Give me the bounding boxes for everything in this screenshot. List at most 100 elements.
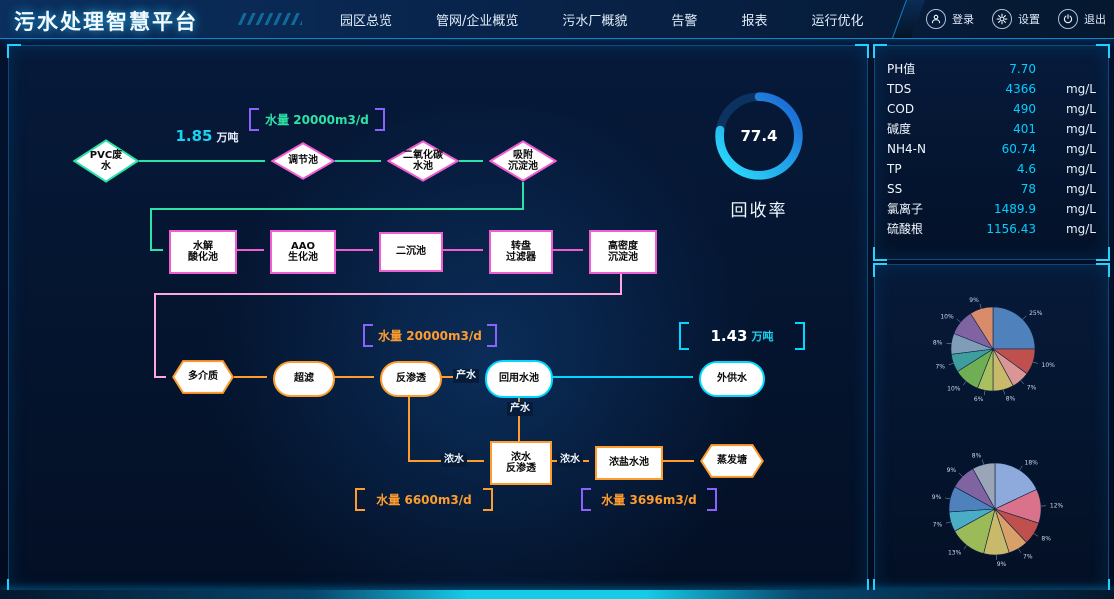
node-label: 蒸发塘 [717, 455, 747, 467]
param-value: 1489.9 [994, 201, 1036, 216]
flow-node-hydrolysis-acidification-tank: 水解 酸化池 [169, 230, 237, 274]
outflow-amount-value: 1.43 [710, 327, 748, 345]
header-bar: 污水处理智慧平台 园区总览 管网/企业概览 污水厂概貌 告警 报表 运行优化 登… [0, 0, 1114, 39]
node-label: 二沉池 [396, 246, 426, 258]
edge-label-product-water-2: 产水 [507, 402, 533, 416]
node-label: AAO 生化池 [288, 240, 318, 264]
flow-node-external-supply: 外供水 [699, 361, 765, 397]
volume-label-bottom-right-text: 水量 3696m3/d [601, 493, 697, 507]
node-label: 外供水 [717, 373, 747, 385]
header-angled-separator [892, 0, 925, 38]
param-label: TP [887, 161, 902, 176]
flow-node-reuse-pool: 回用水池 [485, 360, 553, 398]
logout-button[interactable]: 退出 [1058, 9, 1106, 29]
param-unit: mg/L [1065, 81, 1096, 96]
flow-node-ultrafiltration: 超滤 [273, 361, 335, 397]
edge-label-product-water-1: 产水 [453, 369, 479, 383]
svg-text:18%: 18% [1025, 460, 1039, 467]
diamond-shape [271, 142, 335, 180]
volume-label-mid: 水量 20000m3/d [363, 324, 497, 347]
svg-text:7%: 7% [933, 521, 943, 528]
param-value: 401 [1013, 121, 1036, 136]
login-label: 登录 [952, 13, 974, 26]
svg-text:7%: 7% [935, 363, 945, 370]
hexagon-shape [700, 444, 764, 478]
flow-node-reverse-osmosis: 反渗透 [380, 361, 442, 397]
param-value: 4.6 [1016, 161, 1036, 176]
param-label: NH4-N [887, 141, 926, 156]
volume-label-bottom-left: 水量 6600m3/d [355, 488, 493, 511]
table-row: NH4-N 60.74 mg/L [887, 141, 1096, 156]
panel-corner [1096, 247, 1110, 261]
nav-item-pipe-enterprise-overview[interactable]: 管网/企业概览 [436, 13, 519, 29]
gauge-label: 回收率 [730, 201, 788, 221]
param-label: 硫酸根 [887, 222, 924, 236]
node-label: 高密度 沉淀池 [608, 240, 638, 264]
header-actions: 登录 设置 退出 [926, 0, 1106, 38]
param-label: 碱度 [887, 122, 912, 136]
nav-item-operation-optimization[interactable]: 运行优化 [811, 13, 864, 29]
svg-text:9%: 9% [997, 561, 1007, 568]
flow-node-co2-tank: 二氧化碳 水池 [387, 140, 459, 182]
svg-text:8%: 8% [1006, 395, 1016, 402]
process-flow-panel: PVC废 水 调节池 二氧化碳 水池 吸附 沉淀池 水解 酸化池 AAO 生化池… [7, 44, 869, 593]
param-label: SS [887, 181, 903, 196]
diamond-shape [73, 139, 139, 183]
inflow-amount-unit: 万吨 [216, 131, 239, 144]
nav-item-plant-overview[interactable]: 污水厂概貌 [562, 13, 628, 29]
nav-item-report[interactable]: 报表 [741, 13, 768, 29]
flow-node-pvc-wastewater: PVC废 水 [73, 139, 139, 183]
pie-chart-2: 18%12%8%7%9%13%7%9%9%8% [875, 431, 1108, 581]
svg-text:9%: 9% [969, 297, 979, 304]
node-label: PVC废 水 [89, 149, 123, 173]
param-unit: mg/L [1065, 141, 1096, 156]
svg-text:8%: 8% [972, 453, 982, 460]
gear-icon [992, 9, 1012, 29]
settings-label: 设置 [1018, 13, 1040, 26]
flow-node-secondary-sedimentation-tank: 二沉池 [379, 232, 443, 272]
param-unit: mg/L [1065, 221, 1096, 236]
svg-text:10%: 10% [940, 314, 954, 321]
volume-label-bottom-left-text: 水量 6600m3/d [376, 493, 472, 507]
param-unit: mg/L [1065, 121, 1096, 136]
param-value: 78 [1020, 181, 1036, 196]
main-nav: 园区总览 管网/企业概览 污水厂概貌 告警 报表 运行优化 [340, 0, 863, 38]
outflow-amount-label: 1.43 万吨 [679, 322, 805, 350]
svg-text:7%: 7% [1027, 384, 1037, 391]
settings-button[interactable]: 设置 [992, 9, 1040, 29]
volume-label-mid-text: 水量 20000m3/d [378, 329, 482, 343]
node-label: 调节池 [288, 155, 318, 167]
param-unit: mg/L [1065, 161, 1096, 176]
outflow-amount-unit: 万吨 [751, 330, 774, 343]
flow-node-multimedia-filter: 多介质 [172, 360, 234, 394]
param-value: 60.74 [1001, 141, 1036, 156]
param-unit: mg/L [1065, 101, 1096, 116]
nav-item-alarm[interactable]: 告警 [671, 13, 698, 29]
nav-item-park-overview[interactable]: 园区总览 [340, 13, 393, 29]
pie-charts-panel: 25%10%7%8%6%10%7%8%10%9% 18%12%8%7%9%13%… [873, 263, 1110, 593]
param-label: COD [887, 101, 915, 116]
flow-node-aao-tank: AAO 生化池 [270, 230, 336, 274]
node-label: 水解 酸化池 [188, 240, 218, 264]
footer-glow-bar [0, 590, 1114, 599]
volume-label-bottom-right: 水量 3696m3/d [581, 488, 717, 511]
login-button[interactable]: 登录 [926, 9, 974, 29]
flow-node-brine-pool: 浓盐水池 [595, 446, 663, 480]
recovery-rate-gauge: 77.4 [711, 88, 807, 184]
gauge-ring [715, 92, 803, 180]
hexagon-shape [172, 360, 234, 394]
node-label: 吸附 沉淀池 [508, 149, 538, 173]
diamond-shape [387, 140, 459, 182]
flow-node-disc-filter: 转盘 过滤器 [489, 230, 553, 274]
node-label: 二氧化碳 水池 [403, 149, 443, 173]
svg-text:7%: 7% [1023, 553, 1033, 560]
node-label: 转盘 过滤器 [506, 240, 536, 264]
